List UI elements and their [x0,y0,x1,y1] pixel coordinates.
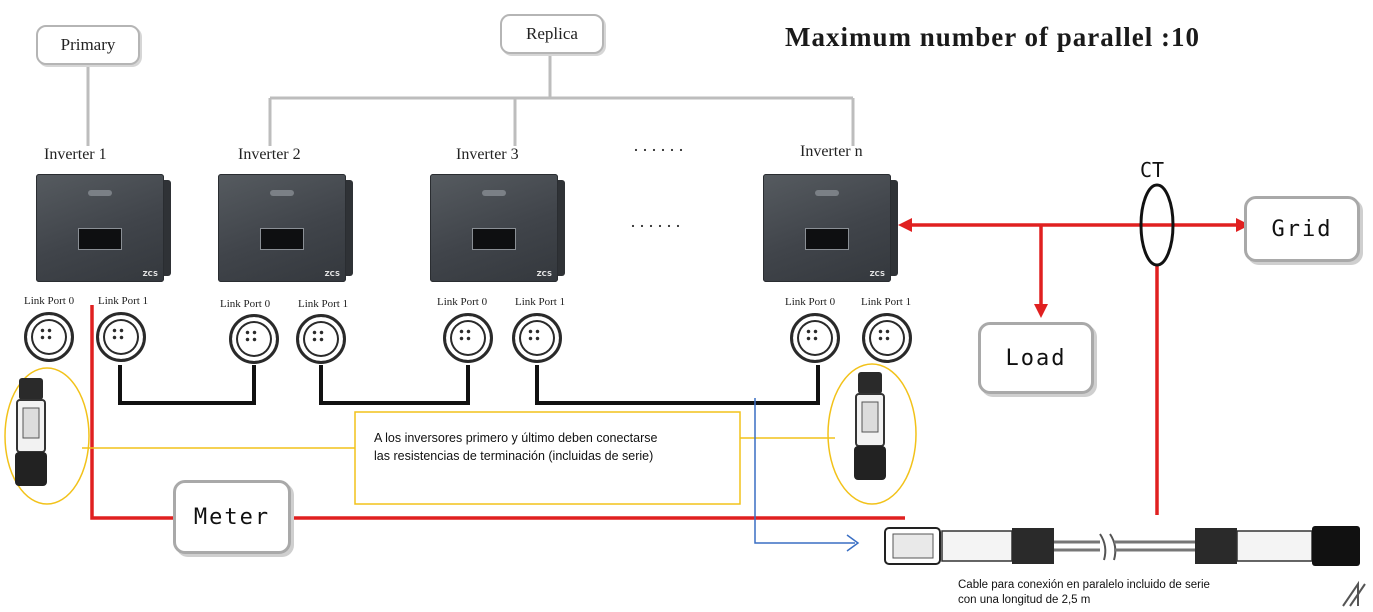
inverter-2-unit: ZCS [218,174,353,282]
cable-note-line1: Cable para conexión en paralelo incluido… [958,579,1210,591]
termination-resistor-right [854,372,886,480]
grid-box: Grid [1244,196,1360,262]
primary-box: Primary [36,25,140,65]
inverter-2-port1-connector [296,314,346,364]
inverter-1-port0-connector [24,312,74,362]
termination-note-line1: A los inversores primero y último deben … [374,431,658,445]
arrow-to-load [1034,304,1048,318]
inverter-1-unit: ZCS [36,174,171,282]
termination-resistor-left [15,378,47,486]
inverter-1-port1-connector [96,312,146,362]
load-label: Load [1005,345,1067,371]
inverter-1-name: Inverter 1 [44,146,107,163]
inverter-n-port1-label: Link Port 1 [861,296,912,308]
note-box-outline [354,411,741,505]
load-box: Load [978,322,1094,394]
termination-note-line2: las resistencias de terminación (incluid… [374,449,654,463]
comm-cable-1-2 [118,365,256,405]
inverter-2-port1-label: Link Port 1 [298,298,349,310]
inverter-3-port1-label: Link Port 1 [515,296,566,308]
ellipsis-top: ······ [633,140,687,160]
inverter-n-name: Inverter n [800,143,863,160]
comm-cable-3-n [535,365,820,405]
arrow-to-inverter [898,218,912,232]
grid-label: Grid [1271,216,1333,242]
replica-label: Replica [526,24,578,43]
inverter-2-name: Inverter 2 [238,146,301,163]
inverter-1-port0-label: Link Port 0 [24,295,75,307]
replica-box: Replica [500,14,604,54]
inverter-n-port1-connector [862,313,912,363]
inverter-2-port0-label: Link Port 0 [220,298,271,310]
arrow-to-grid [1236,218,1250,232]
cable-pointer [754,398,855,544]
comm-cable-2-3 [319,365,470,405]
inverter-3-name: Inverter 3 [456,146,519,163]
inverter-3-unit: ZCS [430,174,565,282]
inverter-3-port1-connector [512,313,562,363]
page-title: Maximum number of parallel :10 [785,22,1200,52]
inverter-n-port0-label: Link Port 0 [785,296,836,308]
ct-ring [1139,183,1175,267]
inverter-3-port0-label: Link Port 0 [437,296,488,308]
meter-line [90,305,175,520]
termination-highlight-left [4,367,90,505]
brand-mark [1342,580,1366,607]
inverter-n-port0-connector [790,313,840,363]
cable-note-line2: con una longitud de 2,5 m [958,594,1091,606]
termination-note: A los inversores primero y último deben … [374,429,657,465]
inverter-1-port1-label: Link Port 1 [98,295,149,307]
ct-label: CT [1140,158,1165,182]
inverter-n-unit: ZCS [763,174,898,282]
cable-note: Cable para conexión en paralelo incluido… [958,578,1210,608]
meter-label: Meter [193,504,271,530]
inverter-3-port0-connector [443,313,493,363]
ellipsis-middle: ······ [630,216,684,236]
inverter-2-port0-connector [229,314,279,364]
parallel-cable-illustration [884,526,1360,566]
meter-box: Meter [173,480,291,554]
primary-label: Primary [60,35,116,54]
termination-highlight-right [827,363,917,505]
